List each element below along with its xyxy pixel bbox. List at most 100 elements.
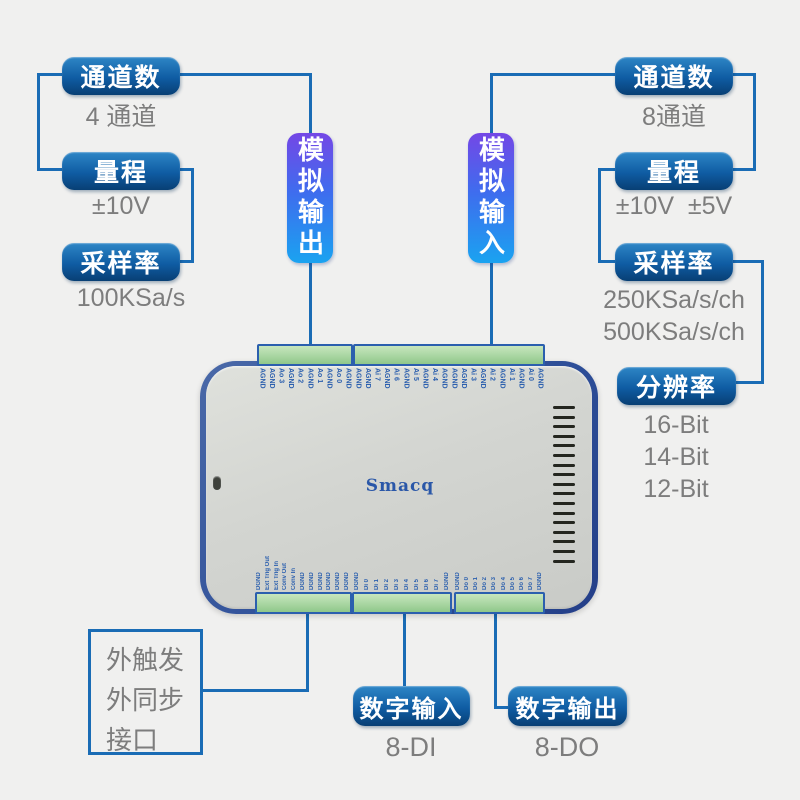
pin-label: Ao 1 xyxy=(315,368,323,384)
connector-line xyxy=(598,168,601,263)
resolution-pill: 分辨率 xyxy=(617,367,736,405)
pin-label: AGND xyxy=(536,368,544,389)
ai-sample-rate-value: 500KSa/s/ch xyxy=(603,318,745,346)
digital-input-label: 数字输入 xyxy=(359,695,464,723)
connector-line xyxy=(180,260,194,263)
connector-line xyxy=(309,73,312,135)
pin-label: Ai 2 xyxy=(488,368,496,381)
connector-line xyxy=(494,706,510,709)
connector-line xyxy=(191,168,194,263)
digital-input-terminal xyxy=(352,592,452,614)
pin-label: Do 6 xyxy=(518,576,525,590)
analog-output-banner: 模拟输出 xyxy=(287,133,333,263)
external-trigger-box: 外触发外同步接口 xyxy=(88,629,203,755)
pin-label: Ai 3 xyxy=(469,368,477,381)
digital-output-pill: 数字输出 xyxy=(508,686,627,726)
vent-slot xyxy=(553,425,575,429)
vent-slot xyxy=(553,521,575,525)
pin-label: Ai 5 xyxy=(411,368,419,381)
pin-label: AGND xyxy=(363,368,371,389)
pin-label: Ext Trig Out xyxy=(264,555,271,590)
external-trigger-box-line: 接口 xyxy=(106,725,159,755)
connector-line xyxy=(490,262,493,346)
pin-label: DGND xyxy=(455,572,462,590)
resolution-value: 16-Bit xyxy=(643,411,709,439)
connector-line xyxy=(37,73,62,76)
connector-line xyxy=(736,381,764,384)
ao-range-value: ±10V xyxy=(91,192,151,220)
external-trigger-box-line: 外触发 xyxy=(106,645,185,675)
pin-label: DGND xyxy=(536,572,543,590)
pin-label: Di 3 xyxy=(393,578,400,590)
vent-slot xyxy=(553,492,575,496)
digital-output-label: 数字输出 xyxy=(515,695,620,723)
digital-output-value: 8-DO xyxy=(534,732,600,762)
pin-label: Ai 7 xyxy=(373,368,381,381)
brand-logo: Smacq xyxy=(365,476,435,496)
connector-line xyxy=(37,73,40,171)
pin-label: DGND xyxy=(300,572,306,590)
pin-label: Di 0 xyxy=(363,578,370,590)
pin-label: DGND xyxy=(308,572,315,590)
pin-label: Do 0 xyxy=(464,576,471,590)
pin-label: AGND xyxy=(354,368,362,389)
pin-label: AGND xyxy=(306,368,314,389)
vent-slot xyxy=(553,502,575,505)
analog-input-banner: 模拟输入 xyxy=(468,133,514,263)
connector-line xyxy=(180,168,194,171)
ai-channel-count-value: 8通道 xyxy=(642,103,706,131)
analog-output-terminal xyxy=(257,344,353,366)
digital-output-terminal xyxy=(454,592,545,614)
pin-label: Ai 1 xyxy=(507,368,515,381)
resolution-value: 14-Bit xyxy=(643,443,709,471)
connector-line xyxy=(37,168,62,171)
connector-line xyxy=(598,168,615,171)
vent-slot xyxy=(553,434,575,438)
pin-label: DGND xyxy=(335,572,342,590)
connector-line xyxy=(733,168,756,171)
connector-line xyxy=(761,260,764,384)
pin-label: AGND xyxy=(498,368,506,389)
vent-slot xyxy=(553,540,575,544)
connector-line xyxy=(733,73,756,76)
pin-label: DGND xyxy=(353,572,360,590)
pin-label: AGND xyxy=(325,368,333,389)
pin-label: DGND xyxy=(443,572,450,590)
vent-slot xyxy=(553,454,575,457)
pin-label: Conv In xyxy=(291,568,298,590)
connector-line xyxy=(309,262,312,346)
pin-label: AGND xyxy=(450,368,458,389)
pin-label: Ai 0 xyxy=(527,368,535,381)
pin-label: AGND xyxy=(383,368,391,389)
pin-label: Di 5 xyxy=(413,578,420,590)
connector-line xyxy=(306,610,309,692)
pin-label: Conv Out xyxy=(282,563,289,590)
ai-channel-count-pill: 通道数 xyxy=(615,57,733,95)
ao-channel-count-pill: 通道数 xyxy=(62,57,180,95)
ao-channel-count-label: 通道数 xyxy=(80,64,162,92)
pin-label: AGND xyxy=(479,368,487,389)
ai-range-label: 量程 xyxy=(646,159,701,187)
pin-label: Do 2 xyxy=(482,576,489,590)
ao-range-label: 量程 xyxy=(93,159,148,187)
ao-sample-rate-value: 100KSa/s xyxy=(76,284,186,312)
connector-line xyxy=(492,73,615,76)
vent-slot xyxy=(553,473,575,477)
pin-label: Ao 2 xyxy=(296,368,304,384)
pin-label: AGND xyxy=(287,368,295,389)
pin-label: Do 5 xyxy=(509,576,516,590)
pin-label: DGND xyxy=(255,572,262,590)
vent-slot xyxy=(553,559,575,563)
connector-line xyxy=(733,260,764,263)
pin-label: DGND xyxy=(344,572,351,590)
vent-slot xyxy=(553,415,575,419)
ai-range-value: ±10V ±5V xyxy=(615,192,733,220)
pin-label: AGND xyxy=(344,368,352,389)
ai-channel-count-label: 通道数 xyxy=(633,64,715,92)
pin-label: AGND xyxy=(517,368,525,389)
pin-label: Do 1 xyxy=(473,576,480,590)
connector-line xyxy=(598,260,615,263)
